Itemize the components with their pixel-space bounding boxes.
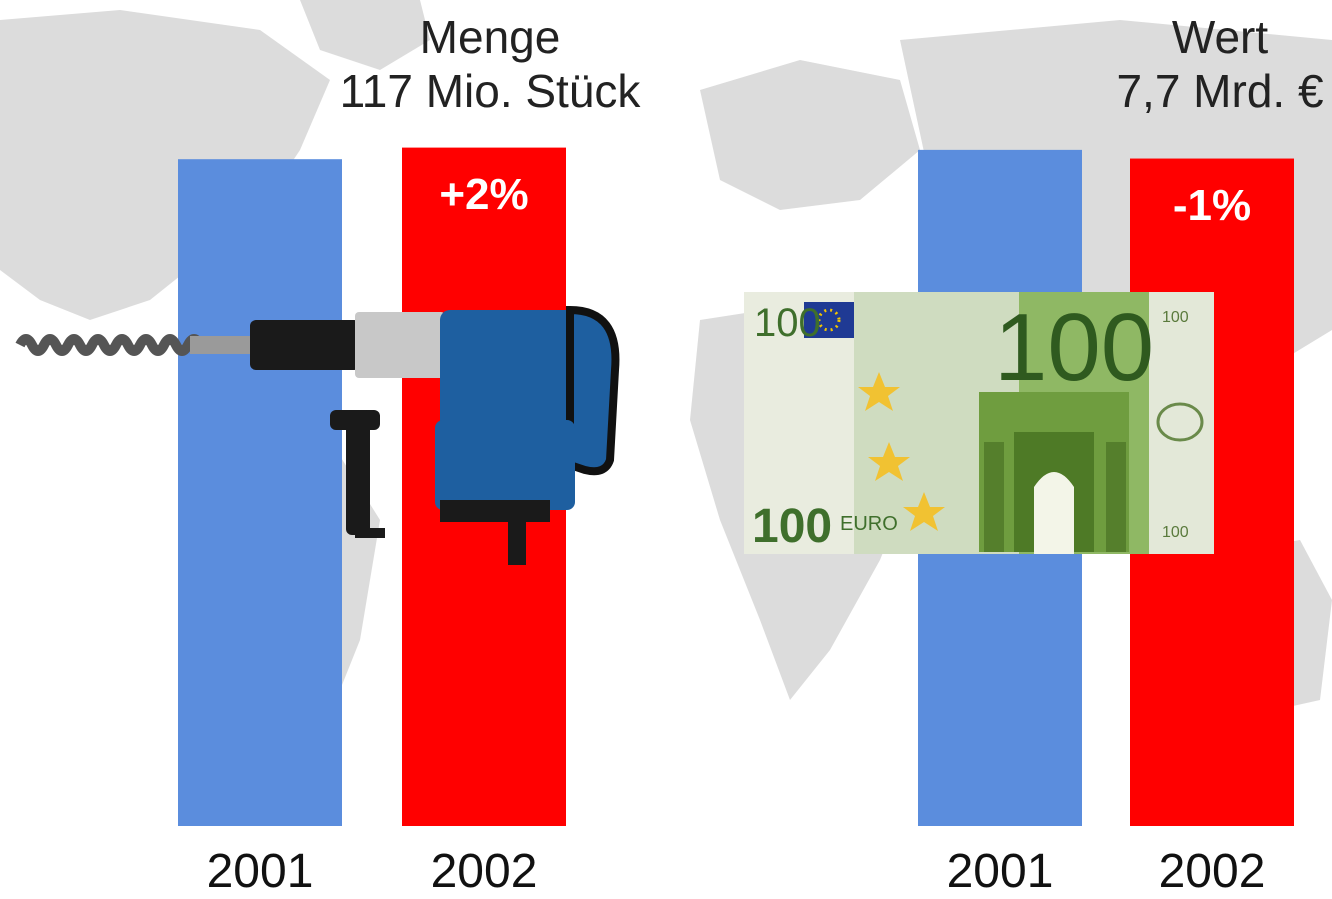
hammer-drill-icon [15, 305, 620, 565]
svg-text:100: 100 [1162, 309, 1189, 326]
chart2-title: Wert 7,7 Mrd. € [1116, 11, 1324, 117]
chart1-title: Menge 117 Mio. Stück [339, 11, 641, 117]
svg-text:100: 100 [1162, 524, 1189, 541]
svg-text:100: 100 [994, 294, 1154, 401]
map-greenland [300, 0, 430, 70]
svg-text:100: 100 [752, 500, 832, 553]
svg-text:100: 100 [754, 301, 821, 345]
tick-label-chart2-2001: 2001 [946, 845, 1054, 898]
tick-label-chart2-2002: 2002 [1158, 845, 1266, 898]
bar-chart1-2001 [178, 159, 342, 826]
data-label-chart1-2002: +2% [439, 169, 529, 219]
euro-banknote-icon: 100 100 EURO 100 100 100 [744, 292, 1214, 554]
map-north-america [0, 10, 330, 320]
data-label-chart2-2002: -1% [1172, 180, 1252, 230]
map-europe [700, 60, 920, 210]
tick-label-chart1-2002: 2002 [430, 845, 538, 898]
tick-label-chart1-2001: 2001 [206, 845, 314, 898]
svg-text:EURO: EURO [840, 513, 898, 535]
